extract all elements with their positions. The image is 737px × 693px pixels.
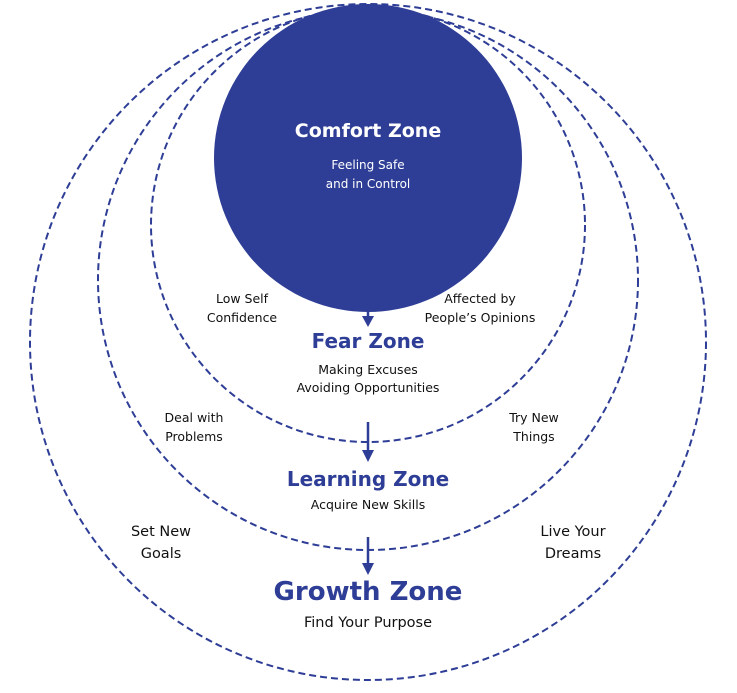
arrow-down-icon <box>362 422 374 462</box>
learning-right-note-line-2: Things <box>513 429 555 444</box>
learning-left-note-line-1: Deal with <box>164 410 224 425</box>
fear-zone-line-2: Avoiding Opportunities <box>296 380 440 395</box>
fear-left-note-line-2: Confidence <box>206 310 278 325</box>
arrow-down-icon <box>362 537 374 575</box>
fear-right-note-line-2: People’s Opinions <box>424 310 536 325</box>
comfort-zone-title: Comfort Zone <box>294 120 442 142</box>
growth-zone-line-1: Find Your Purpose <box>303 615 433 631</box>
growth-zone-title: Growth Zone <box>273 577 463 607</box>
fear-zone-title: Fear Zone <box>311 329 425 353</box>
learning-left-note-line-2: Problems <box>165 429 223 444</box>
learning-zone-line-1: Acquire New Skills <box>310 497 426 512</box>
fear-left-note-line-1: Low Self <box>215 291 269 306</box>
learning-zone-title: Learning Zone <box>286 467 450 491</box>
growth-right-note-line-1: Live Your <box>540 524 606 540</box>
comfort-zone-circle <box>214 4 522 312</box>
growth-right-note-line-2: Dreams <box>544 546 602 562</box>
growth-zone-ring <box>29 3 707 681</box>
growth-left-note-line-1: Set New <box>130 524 192 540</box>
arrow-down-icon <box>362 308 374 327</box>
learning-right-note-line-1: Try New <box>509 410 559 425</box>
comfort-zone-line-1: Feeling Safe <box>331 158 405 172</box>
fear-right-note-line-1: Affected by <box>444 291 516 306</box>
growth-left-note-line-2: Goals <box>140 546 182 562</box>
fear-zone-line-1: Making Excuses <box>318 362 418 377</box>
fear-zone-ring <box>150 7 586 443</box>
comfort-zone-line-2: and in Control <box>325 177 411 191</box>
